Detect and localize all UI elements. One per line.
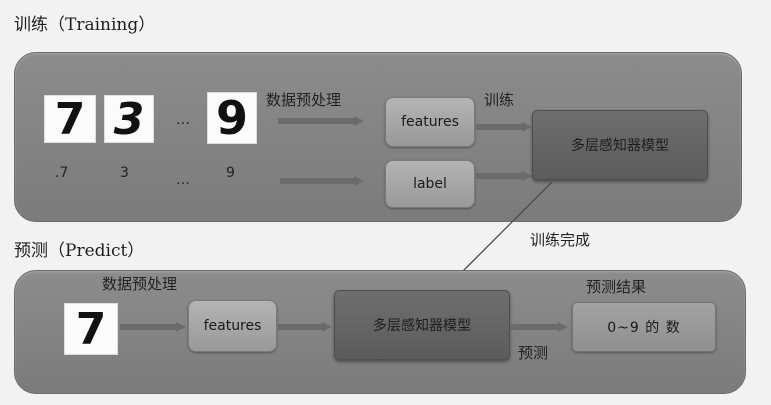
training-model-box: 多层感知器模型 (532, 110, 708, 180)
training-preprocess-label: 数据预处理 (266, 91, 342, 109)
label-model-arrow (476, 171, 532, 181)
features-model-arrow (476, 122, 532, 132)
predict-result-box: 0~9 的 数 (572, 302, 716, 352)
label-value-3: 3 (120, 165, 129, 181)
predict-digit-image-7: 7 (64, 303, 118, 355)
training-complete-label: 训练完成 (530, 231, 591, 249)
train-label: 训练 (484, 91, 515, 109)
predict-image-features-arrow (120, 322, 186, 332)
digit-image-7: 7 (44, 94, 96, 145)
preprocess-features-arrow (278, 116, 364, 126)
label-ellipsis: … (176, 172, 190, 188)
label-value-7: .7 (55, 165, 69, 181)
predict-features-box: features (188, 300, 277, 352)
predict-model-box: 多层感知器模型 (334, 290, 510, 360)
label-value-9: 9 (226, 165, 235, 181)
training-heading: 训练（Training） (14, 15, 156, 35)
predict-result-title: 预测结果 (586, 278, 647, 296)
predict-features-model-arrow (278, 322, 332, 332)
training-features-box: features (385, 97, 475, 147)
predict-preprocess-label: 数据预处理 (102, 275, 178, 293)
digit-image-3: 3 (104, 94, 154, 145)
digit-image-9: 9 (207, 91, 257, 145)
preprocess-label-arrow (280, 176, 364, 186)
predict-label: 预测 (518, 344, 549, 362)
training-label-box: label (385, 160, 475, 208)
image-ellipsis: … (176, 112, 190, 128)
predict-heading: 预测（Predict） (14, 241, 145, 261)
predict-model-result-arrow (510, 322, 568, 332)
